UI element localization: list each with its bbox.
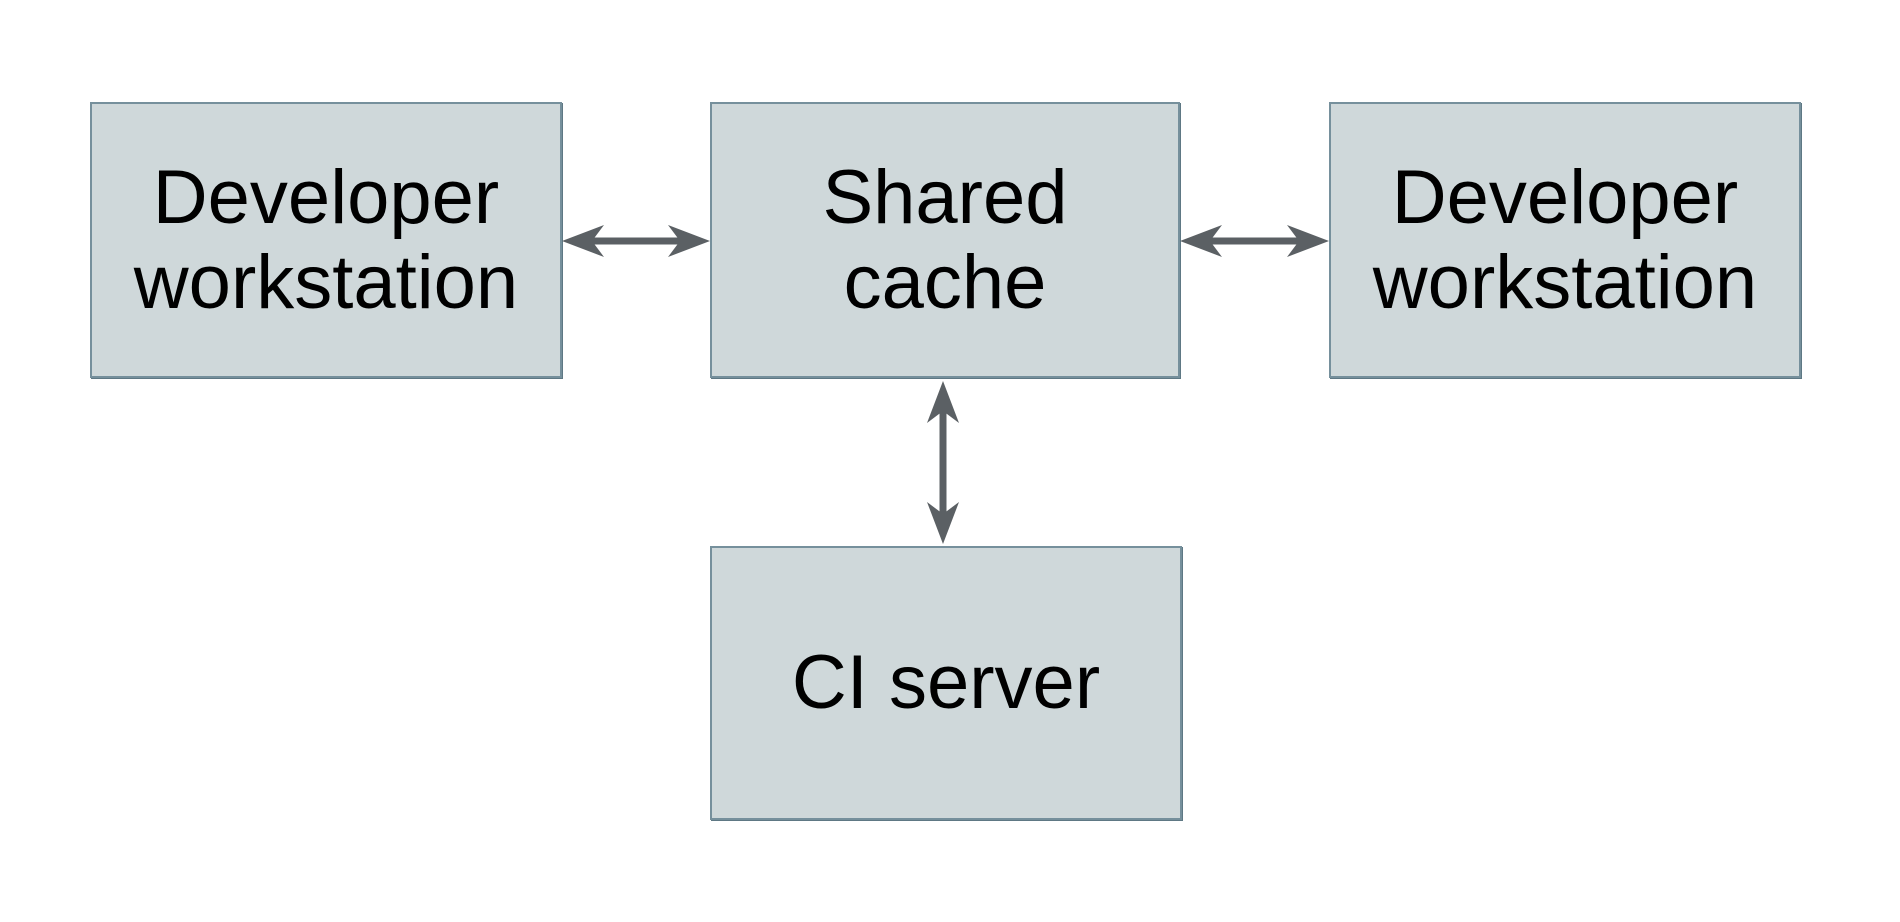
bidirectional-arrow-workstation-left-to-cache <box>562 225 710 257</box>
node-label: CI server <box>791 640 1101 726</box>
node-developer-workstation-left: Developer workstation <box>90 102 562 378</box>
node-shared-cache: Shared cache <box>710 102 1180 378</box>
node-ci-server: CI server <box>710 546 1182 820</box>
node-label: Developer workstation <box>1372 154 1758 325</box>
node-developer-workstation-right: Developer workstation <box>1329 102 1801 378</box>
bidirectional-arrow-cache-to-ci-server <box>927 381 959 544</box>
node-label: Shared cache <box>822 154 1068 325</box>
bidirectional-arrow-cache-to-workstation-right <box>1180 225 1329 257</box>
node-label: Developer workstation <box>133 154 519 325</box>
